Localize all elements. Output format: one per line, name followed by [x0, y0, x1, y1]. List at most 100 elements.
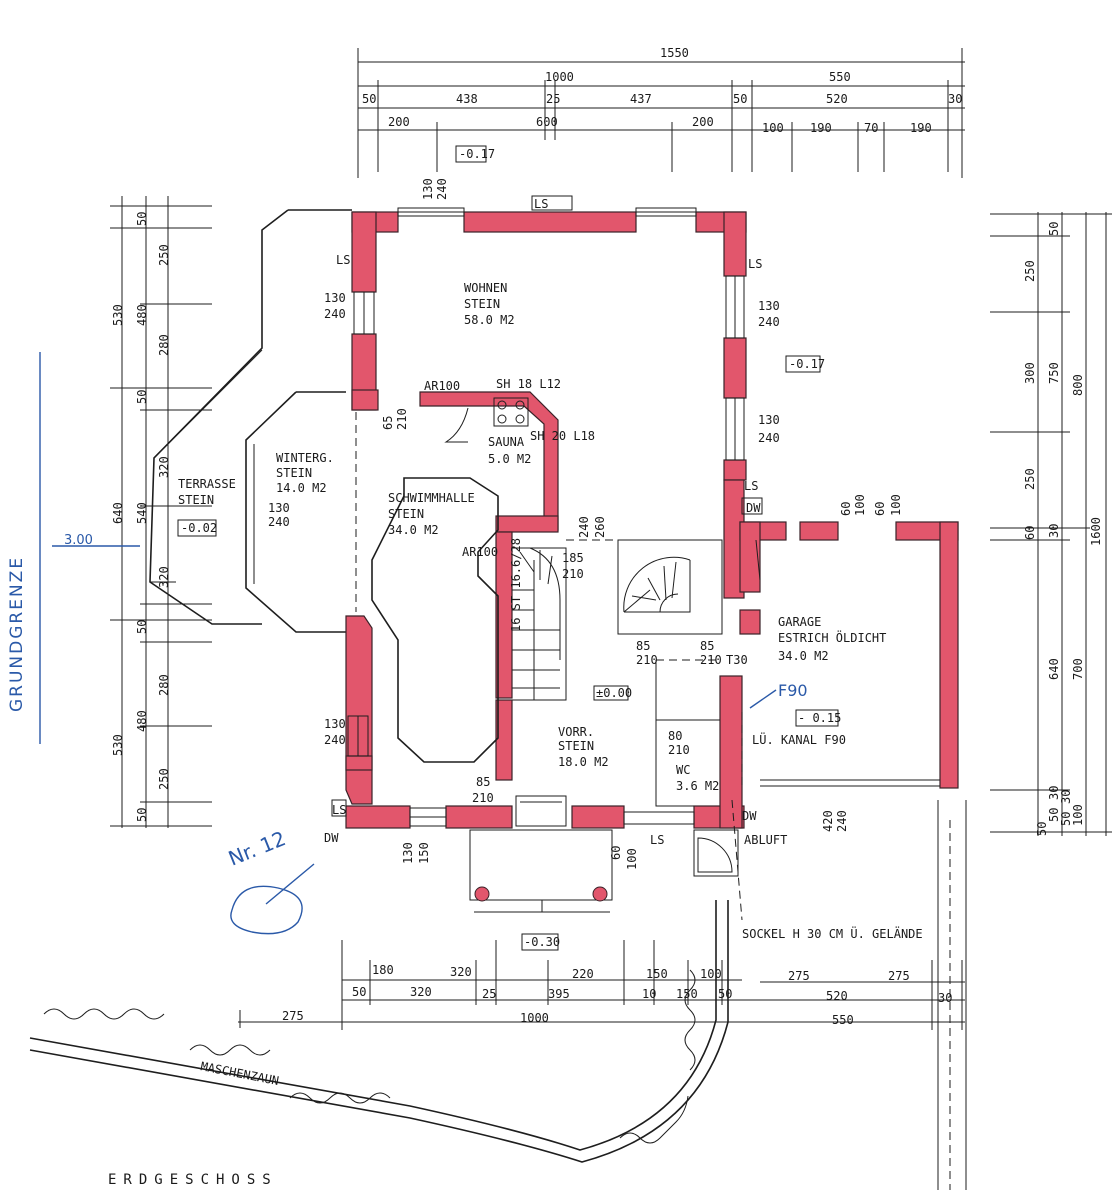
note-lu-kanal: LÜ. KANAL F90 [752, 731, 846, 747]
dim-200b: 200 [692, 115, 714, 129]
opening-240-a: 240 [324, 307, 346, 321]
opening-240-small: 240 [577, 516, 591, 538]
dim-right-50d: 50 [1035, 822, 1049, 836]
dim-b-10: 10 [642, 987, 656, 1001]
grenze-label: GRUNDGRENZE [7, 556, 27, 712]
dim-right-50: 50 [1047, 222, 1061, 236]
dim-right-800: 800 [1071, 374, 1085, 396]
dim-1000: 1000 [545, 70, 574, 84]
note-sockel: SOCKEL H 30 CM Ü. GELÄNDE [742, 925, 923, 941]
schwimmhalle-material: STEIN [388, 507, 424, 521]
opening-100-a: 100 [625, 848, 639, 870]
terrasse-material: STEIN [178, 493, 214, 507]
note-abluft: ABLUFT [744, 833, 787, 847]
dim-50a: 50 [362, 92, 376, 106]
dim-520: 520 [826, 92, 848, 106]
garden-fence [29, 800, 967, 1190]
level-box-right [785, 355, 821, 373]
wohnen-area: 58.0 M2 [464, 313, 515, 327]
ls-label-5: LS [332, 803, 346, 817]
schwimmhalle-area: 34.0 M2 [388, 523, 439, 537]
opening-240-f: 240 [435, 178, 449, 200]
dim-1550: 1550 [660, 46, 689, 60]
level-box-terrasse [177, 519, 217, 537]
distance-label: 3.00 [64, 533, 93, 548]
plan-title: ERDGESCHOSS [108, 1172, 278, 1188]
opening-130-d: 130 [324, 717, 346, 731]
ls-labels: LS LS LS LS LS LS [332, 197, 762, 847]
garage-material: ESTRICH ÖLDICHT [778, 629, 886, 645]
dim-right-300: 300 [1023, 362, 1037, 384]
note-dw-left: DW [324, 831, 339, 845]
notes: AR100 AR100 SH 18 L12 SH 20 L18 LÜ. KANA… [199, 377, 922, 1088]
dim-b-180: 180 [372, 963, 394, 977]
interior-lines [331, 195, 940, 921]
level-box-vorr [593, 685, 629, 701]
opening-130-a: 130 [324, 291, 346, 305]
wc-name: WC [676, 763, 690, 777]
opening-65-210: 210 [395, 408, 409, 430]
opening-85-c: 85 [476, 775, 490, 789]
dim-right-60: 60 [1023, 526, 1037, 540]
note-sh18: SH 18 L12 [496, 377, 561, 391]
level-terrasse: -0.02 [181, 521, 217, 535]
dim-b-275b: 275 [888, 969, 910, 983]
bottom-dimension-chains: 180 320 220 150 100 275 275 50 320 25 39… [238, 940, 965, 1030]
dim-right-750: 750 [1047, 362, 1061, 384]
dim-right-1600: 1600 [1089, 517, 1103, 546]
dim-600: 600 [536, 115, 558, 129]
opening-65: 65 [381, 416, 395, 430]
dim-right-30b: 30 [1047, 786, 1061, 800]
dim-30: 30 [948, 92, 962, 106]
schwimmhalle-name: SCHWIMMHALLE [388, 491, 475, 505]
dim-190a: 190 [810, 121, 832, 135]
opening-130-f: 130 [421, 178, 435, 200]
dim-left-320a: 320 [157, 456, 171, 478]
opening-100-b: 100 [853, 494, 867, 516]
ls-label-3: LS [748, 257, 762, 271]
dim-left-250b: 250 [157, 768, 171, 790]
dim-left-640: 640 [111, 502, 125, 524]
opening-85-b: 85 [700, 639, 714, 653]
dim-left-540: 540 [135, 502, 149, 524]
dim-b-50: 50 [352, 985, 366, 999]
opening-420: 420 [821, 810, 835, 832]
dim-left-50d: 50 [135, 808, 149, 822]
level-garage: - 0.15 [798, 711, 841, 725]
note-sh20: SH 20 L18 [530, 429, 595, 443]
dim-left-250: 250 [157, 244, 171, 266]
f90-label: F90 [778, 681, 808, 700]
level-entrance: -0.30 [524, 935, 560, 949]
note-ar100-top: AR100 [424, 379, 460, 393]
note-zaun: MASCHENZAUN [199, 1059, 280, 1088]
opening-150-bottom: 150 [417, 842, 431, 864]
opening-60-b: 60 [839, 502, 853, 516]
opening-420-240: 240 [835, 810, 849, 832]
opening-60-c: 60 [873, 502, 887, 516]
terrasse-name: TERRASSE [178, 477, 236, 491]
dim-left-50a: 50 [135, 212, 149, 226]
opening-130-b: 130 [758, 299, 780, 313]
dim-b-320b: 320 [410, 985, 432, 999]
opening-240-b: 240 [758, 315, 780, 329]
opening-60-a: 60 [609, 846, 623, 860]
dim-b-220: 220 [572, 967, 594, 981]
stair-note: 16 ST 16.6/28 [509, 538, 523, 632]
level-box-garage [795, 709, 839, 727]
ls-label-6: LS [650, 833, 664, 847]
dim-right-100: 100 [1071, 804, 1085, 826]
note-dw-garage: DW [742, 809, 757, 823]
dim-100: 100 [762, 121, 784, 135]
opening-130-bottom: 130 [401, 842, 415, 864]
wohnen-name: WOHNEN [464, 281, 507, 295]
left-dimension-chains: 50 250 480 530 280 50 320 640 540 320 50… [110, 196, 212, 828]
dim-b-30: 30 [938, 991, 952, 1005]
dim-right-30c: 30 [1059, 790, 1073, 804]
dim-b-100: 100 [700, 967, 722, 981]
sauna-oven [493, 397, 529, 427]
dim-b-150a: 150 [646, 967, 668, 981]
wc-area: 3.6 M2 [676, 779, 719, 793]
dim-right-250a: 250 [1023, 260, 1037, 282]
dim-left-480b: 480 [135, 710, 149, 732]
